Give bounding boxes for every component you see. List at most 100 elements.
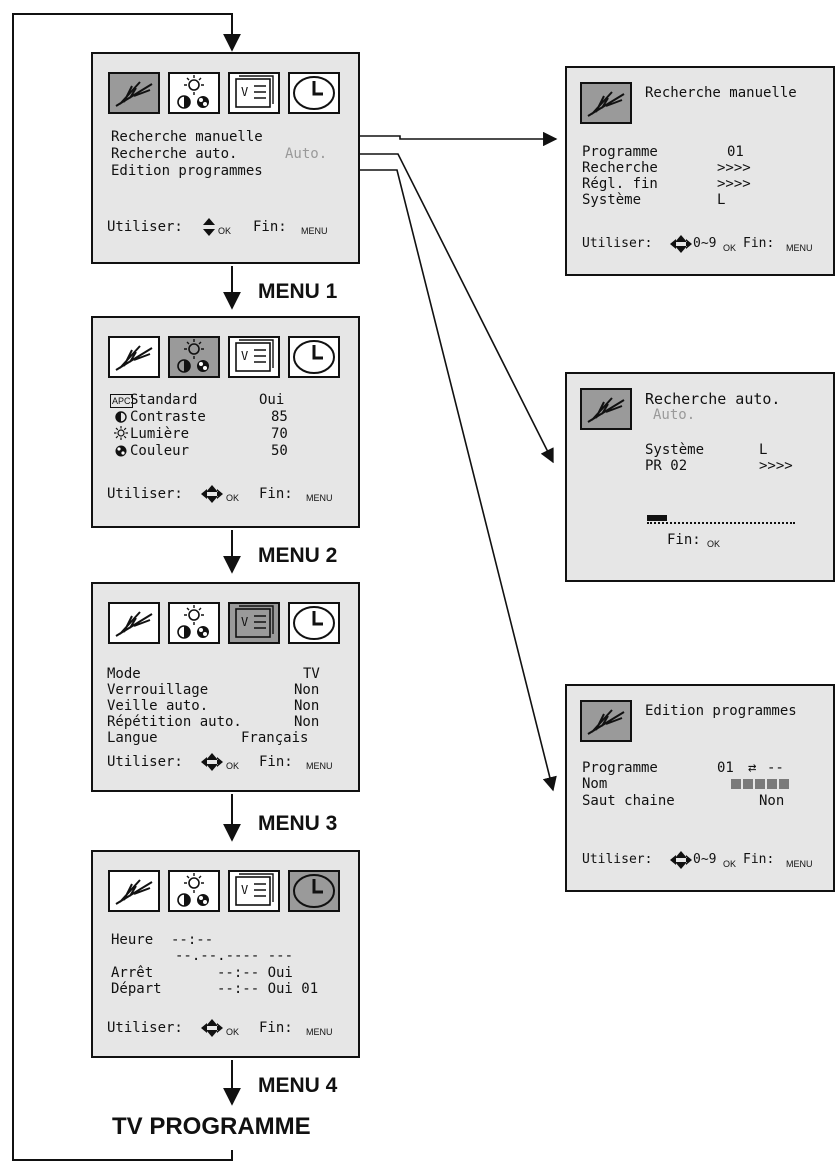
antenna-icon[interactable] bbox=[108, 336, 160, 378]
four-way-arrows-icon bbox=[670, 235, 692, 253]
svg-text:V: V bbox=[241, 349, 248, 363]
menu3-footer-use: Utiliser: bbox=[107, 754, 183, 770]
svg-text:V: V bbox=[241, 615, 248, 629]
clock-icon[interactable] bbox=[288, 602, 340, 644]
clock-icon[interactable] bbox=[288, 870, 340, 912]
brightness-icon bbox=[114, 426, 128, 440]
menu2-label: MENU 2 bbox=[258, 544, 338, 567]
menu1-footer-menu: MENU bbox=[301, 226, 328, 236]
edit-programme-label[interactable]: Programme bbox=[582, 760, 658, 776]
special-icon[interactable]: V bbox=[228, 72, 280, 114]
manual-finetune-label[interactable]: Régl. fin bbox=[582, 176, 658, 192]
clock-icon[interactable] bbox=[288, 72, 340, 114]
loop-line bbox=[12, 13, 241, 1161]
menu2-contrast-value: 85 bbox=[271, 409, 288, 425]
menu2-color-label[interactable]: Couleur bbox=[130, 443, 190, 459]
menu3-standby-value: Non bbox=[294, 698, 320, 714]
menu3-standby-label[interactable]: Veille auto. bbox=[107, 698, 209, 714]
manual-footer-menu: MENU bbox=[786, 243, 813, 253]
menu4-footer-use: Utiliser: bbox=[107, 1020, 183, 1036]
menu1-footer-ok: OK bbox=[218, 226, 232, 236]
menu2-contrast-label[interactable]: Contraste bbox=[130, 409, 206, 425]
menu4-clock-value: --:-- bbox=[171, 932, 214, 948]
auto-subtitle: Auto. bbox=[653, 407, 696, 423]
edit-name-value-blocks bbox=[731, 779, 789, 789]
special-icon[interactable]: V bbox=[228, 336, 280, 378]
menu3-repeat-label[interactable]: Répétition auto. bbox=[107, 714, 242, 730]
manual-programme-label[interactable]: Programme bbox=[582, 144, 658, 160]
menu2-footer-menu: MENU bbox=[306, 493, 333, 503]
menu4-on-value: --:-- Oui 01 bbox=[217, 981, 319, 997]
manual-programme-value: 01 bbox=[727, 144, 744, 160]
special-icon[interactable]: V bbox=[228, 870, 280, 912]
manual-footer-end: Fin: bbox=[743, 236, 775, 251]
menu4-clock-label[interactable]: Heure bbox=[111, 932, 154, 948]
auto-progress-fill bbox=[647, 515, 667, 521]
edit-programmes-panel: Edition programmes Programme 01 ⇄ -- Nom… bbox=[565, 684, 835, 892]
menu3-repeat-value: Non bbox=[294, 714, 320, 730]
edit-skip-value: Non bbox=[759, 793, 785, 809]
picture-icon[interactable] bbox=[168, 602, 220, 644]
menu2-brightness-label[interactable]: Lumière bbox=[130, 426, 190, 442]
edit-programme-value: 01 bbox=[717, 760, 734, 776]
manual-footer-use: Utiliser: bbox=[582, 236, 653, 251]
menu1-item-auto[interactable]: Recherche auto. bbox=[111, 146, 238, 162]
menu2-footer-end: Fin: bbox=[259, 486, 293, 502]
menu2-standard-label[interactable]: Standard bbox=[130, 392, 198, 408]
antenna-icon bbox=[580, 388, 632, 430]
auto-search-panel: Recherche auto. Auto. Système L PR 02 >>… bbox=[565, 372, 835, 582]
apc-badge[interactable]: APC bbox=[110, 394, 133, 408]
menu3-footer-ok: OK bbox=[226, 761, 240, 771]
antenna-icon[interactable] bbox=[108, 602, 160, 644]
manual-system-label[interactable]: Système bbox=[582, 192, 642, 208]
four-way-arrows-icon bbox=[670, 851, 692, 869]
edit-footer-ok: OK bbox=[723, 859, 737, 869]
menu3-lock-value: Non bbox=[294, 682, 320, 698]
special-icon[interactable]: V bbox=[228, 602, 280, 644]
menu1-panel: V Recherche manuelle Recherche auto. Aut… bbox=[91, 52, 360, 264]
manual-title: Recherche manuelle bbox=[645, 85, 797, 101]
menu4-off-value: --:-- Oui bbox=[217, 965, 293, 981]
manual-system-value: L bbox=[717, 192, 726, 208]
auto-system-label[interactable]: Système bbox=[645, 442, 705, 458]
edit-name-label[interactable]: Nom bbox=[582, 776, 608, 792]
picture-icon[interactable] bbox=[168, 336, 220, 378]
picture-icon[interactable] bbox=[168, 870, 220, 912]
menu2-panel: V APC Standard Oui Contraste 85 Lumière … bbox=[91, 316, 360, 528]
menu4-footer-menu: MENU bbox=[306, 1027, 333, 1037]
edit-footer-use: Utiliser: bbox=[582, 852, 653, 867]
edit-programme-target: -- bbox=[767, 760, 784, 776]
menu3-label: MENU 3 bbox=[258, 812, 338, 835]
auto-system-value: L bbox=[759, 442, 768, 458]
menu4-off-label[interactable]: Arrêt bbox=[111, 965, 154, 981]
menu2-color-value: 50 bbox=[271, 443, 288, 459]
auto-pr-label: PR 02 bbox=[645, 458, 688, 474]
edit-footer-end: Fin: bbox=[743, 852, 775, 867]
antenna-icon[interactable] bbox=[108, 72, 160, 114]
menu2-standard-value: Oui bbox=[259, 392, 285, 408]
four-way-arrows-icon bbox=[201, 1019, 223, 1037]
menu1-item-manual[interactable]: Recherche manuelle bbox=[111, 129, 263, 145]
auto-pr-value: >>>> bbox=[759, 458, 793, 474]
manual-search-label[interactable]: Recherche bbox=[582, 160, 658, 176]
menu3-panel: V Mode TV Verrouillage Non Veille auto. … bbox=[91, 582, 360, 792]
svg-text:V: V bbox=[241, 85, 248, 99]
menu3-lock-label[interactable]: Verrouillage bbox=[107, 682, 209, 698]
clock-icon[interactable] bbox=[288, 336, 340, 378]
edit-title: Edition programmes bbox=[645, 703, 797, 719]
antenna-icon[interactable] bbox=[108, 870, 160, 912]
four-way-arrows-icon bbox=[201, 485, 223, 503]
auto-footer-ok: OK bbox=[707, 539, 721, 549]
menu3-mode-label[interactable]: Mode bbox=[107, 666, 141, 682]
menu1-footer-use: Utiliser: bbox=[107, 219, 183, 235]
menu3-language-label[interactable]: Langue bbox=[107, 730, 158, 746]
edit-skip-label[interactable]: Saut chaine bbox=[582, 793, 675, 809]
contrast-icon bbox=[115, 411, 127, 423]
picture-icon[interactable] bbox=[168, 72, 220, 114]
menu4-on-label[interactable]: Départ bbox=[111, 981, 162, 997]
edit-footer-menu: MENU bbox=[786, 859, 813, 869]
antenna-icon bbox=[580, 700, 632, 742]
edit-footer-range: 0~9 bbox=[693, 852, 717, 867]
menu1-auto-tag: Auto. bbox=[285, 146, 328, 162]
menu1-item-edit[interactable]: Edition programmes bbox=[111, 163, 263, 179]
